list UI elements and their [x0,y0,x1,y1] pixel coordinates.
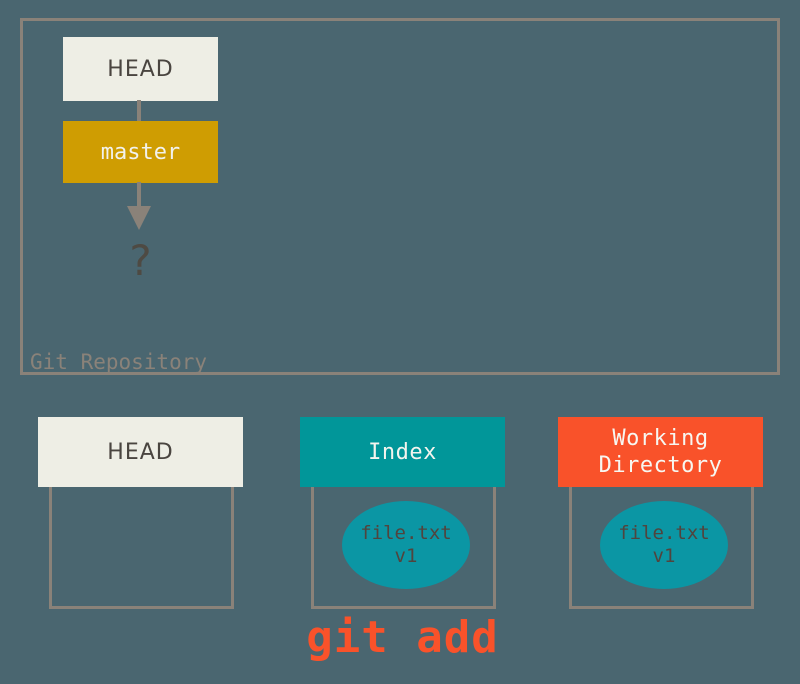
connector-head-to-master [137,100,141,122]
file-blob-index-name: file.txt [360,522,452,544]
file-blob-working-directory-name: file.txt [618,522,710,544]
arrow-down-icon [127,206,151,230]
git-repository-label: Git Repository [30,350,208,374]
area-working-directory-title-line2: Directory [598,453,723,478]
file-blob-index-version: v1 [394,545,418,567]
area-working-directory-title-line1: Working [612,426,709,451]
pending-commit-question-mark: ? [127,236,153,285]
area-head-title: HEAD [38,417,243,487]
area-working-directory: Working Directory file.txt v1 [558,417,763,609]
area-index-title: Index [300,417,505,487]
repo-head-node: HEAD [63,37,218,101]
connector-master-to-commit [137,182,141,209]
area-index-body: file.txt v1 [311,487,496,609]
file-blob-working-directory-version: v1 [652,545,676,567]
area-index: Index file.txt v1 [300,417,505,609]
area-working-directory-title: Working Directory [558,417,763,487]
area-working-directory-body: file.txt v1 [569,487,754,609]
area-head: HEAD [38,417,243,609]
git-repository-frame [20,18,780,375]
command-label-git-add: git add [306,612,499,663]
area-head-body [49,487,234,609]
file-blob-working-directory: file.txt v1 [600,501,728,589]
repo-master-node: master [63,121,218,183]
file-blob-index: file.txt v1 [342,501,470,589]
